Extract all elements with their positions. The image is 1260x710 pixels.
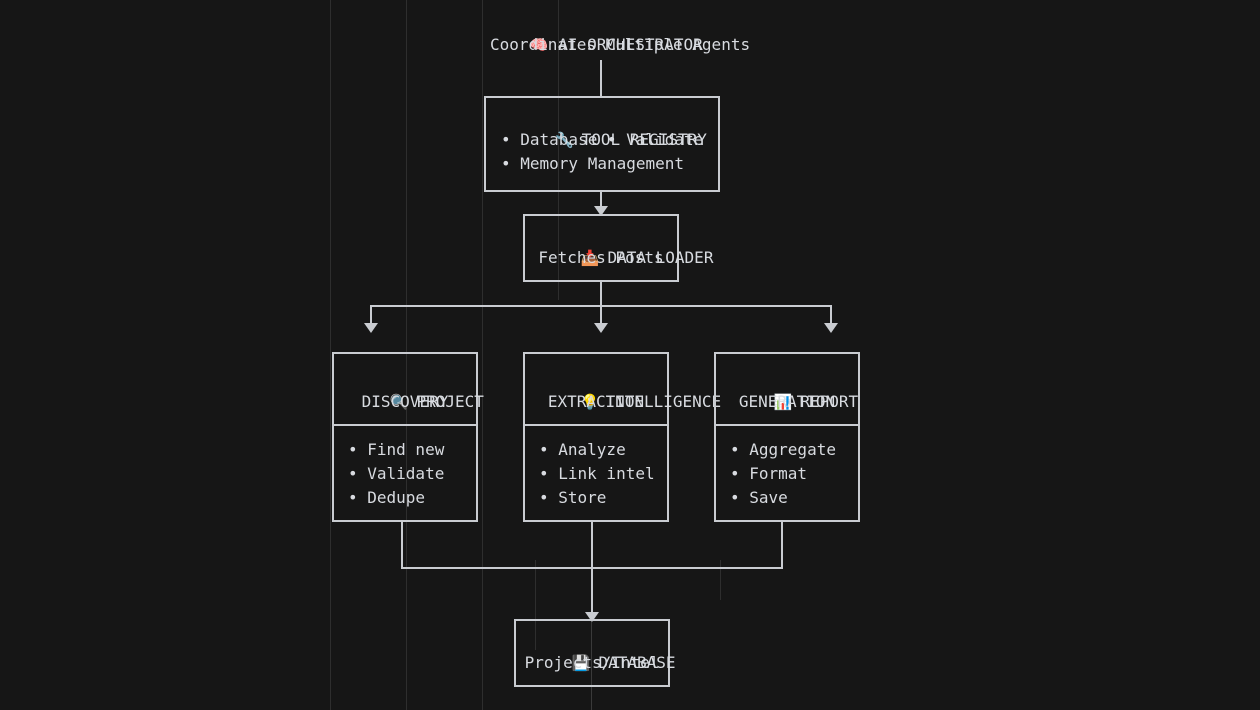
box-edge-top [523,214,679,216]
fanout-drop-right [830,305,832,323]
background-guide-line [482,0,483,710]
connector-root-to-registry [600,60,602,96]
root-title-row: 🧠 AI ORCHESTRATOR [491,9,703,81]
agent-box-project-discovery[interactable]: 🔍 PROJECT DISCOVERY • Find new • Validate… [332,352,484,522]
root-title: AI ORCHESTRATOR [558,35,703,54]
arrow-to-project-discovery [364,323,378,333]
background-guide-line [558,0,559,300]
arrow-to-intelligence-extraction [594,323,608,333]
floppy-disk-icon: 💾 [571,654,591,672]
box-edge-top [514,619,670,621]
data-loader-title: DATA LOADER [607,248,714,267]
tool-registry-item: • Memory Management [501,154,685,173]
background-guide-line [330,0,331,710]
box-edge-left [523,352,525,522]
box-edge-bottom [484,190,720,192]
fanin-riser-left [401,522,403,569]
box-edge-right [476,352,478,522]
box-edge-left [514,619,516,687]
box-edge-top [332,352,478,354]
fanout-drop-center [600,305,602,323]
connector-registry-to-loader [600,192,602,210]
box-edge-bottom [714,520,860,522]
agent-item: • Format [730,464,808,483]
fanin-riser-right [781,522,783,569]
box-edge-left [332,352,334,522]
bar-chart-icon: 📊 [773,393,793,411]
agent-title-line2: GENERATION [738,392,836,411]
data-loader-title-row: 📥 DATA LOADER [523,222,714,294]
agent-title-line2: EXTRACTION [547,392,645,411]
agent-item: • Aggregate [730,440,836,459]
box-edge-right [858,352,860,522]
agent-item: • Link intel [539,464,655,483]
database-subtitle: Projects/Intel [524,653,660,672]
box-edge-divider [332,424,478,426]
box-edge-right [667,352,669,522]
arrow-to-data-loader [594,206,608,216]
box-edge-bottom [332,520,478,522]
agent-title-line1: PROJECT [416,392,484,411]
fanin-riser-center [591,522,593,569]
background-guide-line [720,560,721,600]
box-edge-top [714,352,860,354]
box-edge-right [718,96,720,192]
tool-registry-item: • Database • Validate [501,130,704,149]
data-loader-subtitle: Fetches Posts [538,248,664,267]
background-guide-line [406,0,407,710]
fanout-drop-left [370,305,372,323]
agent-title-line2: DISCOVERY [361,392,449,411]
tool-registry-title-row: 🔧 TOOL REGISTRY [484,104,720,176]
background-guide-line [535,560,536,650]
tool-registry-box[interactable]: 🔧 TOOL REGISTRY • Database • Validate • M… [484,96,720,192]
box-edge-divider [714,424,860,426]
agent-item: • Store [539,488,607,507]
agent-title-row: 📊 REPORT [714,366,860,438]
box-edge-bottom [523,280,679,282]
tool-registry-bottom-overhang [700,190,720,192]
agent-item: • Analyze [539,440,626,459]
box-edge-bottom [514,685,670,687]
database-title-row: 💾 DATABASE [514,627,676,699]
connector-bus-to-database [591,567,593,615]
brain-icon: 🧠 [529,36,549,54]
arrow-to-report-generation [824,323,838,333]
database-box[interactable]: 💾 DATABASE Projects/Intel [514,619,676,687]
agent-title-row: 🔍 PROJECT [332,366,484,438]
light-bulb-icon: 💡 [580,393,600,411]
agent-item: • Dedupe [348,488,426,507]
data-loader-box[interactable]: 📥 DATA LOADER Fetches Posts [523,214,713,282]
root-subtitle: Coordinates Multiple Agents [490,35,751,54]
tool-registry-title: TOOL REGISTRY [581,130,707,149]
agent-item: • Find new [348,440,445,459]
magnifying-glass-icon: 🔍 [389,393,409,411]
database-title: DATABASE [598,653,676,672]
agent-title-line1: REPORT [800,392,859,411]
connector-loader-down [600,282,602,306]
agent-item: • Validate [348,464,445,483]
wrench-icon: 🔧 [554,131,574,149]
inbox-tray-icon: 📥 [580,249,600,267]
agent-title-line1: INTELLIGENCE [605,392,722,411]
agent-item: • Save [730,488,788,507]
arrow-to-database [585,612,599,622]
box-edge-bottom [523,520,669,522]
box-edge-right [668,619,670,687]
box-edge-top [484,96,720,98]
agent-box-intelligence-extraction[interactable]: 💡 INTELLIGENCE EXTRACTION • Analyze • Lin… [523,352,721,522]
box-edge-left [523,214,525,282]
box-edge-left [714,352,716,522]
agent-box-report-generation[interactable]: 📊REPORT GENERATION • Aggregate • Format … [714,352,860,522]
box-edge-right [677,214,679,282]
box-edge-top [523,352,669,354]
box-edge-divider [523,424,669,426]
agent-title-row: 💡 INTELLIGENCE [523,366,721,438]
box-edge-left [484,96,486,192]
